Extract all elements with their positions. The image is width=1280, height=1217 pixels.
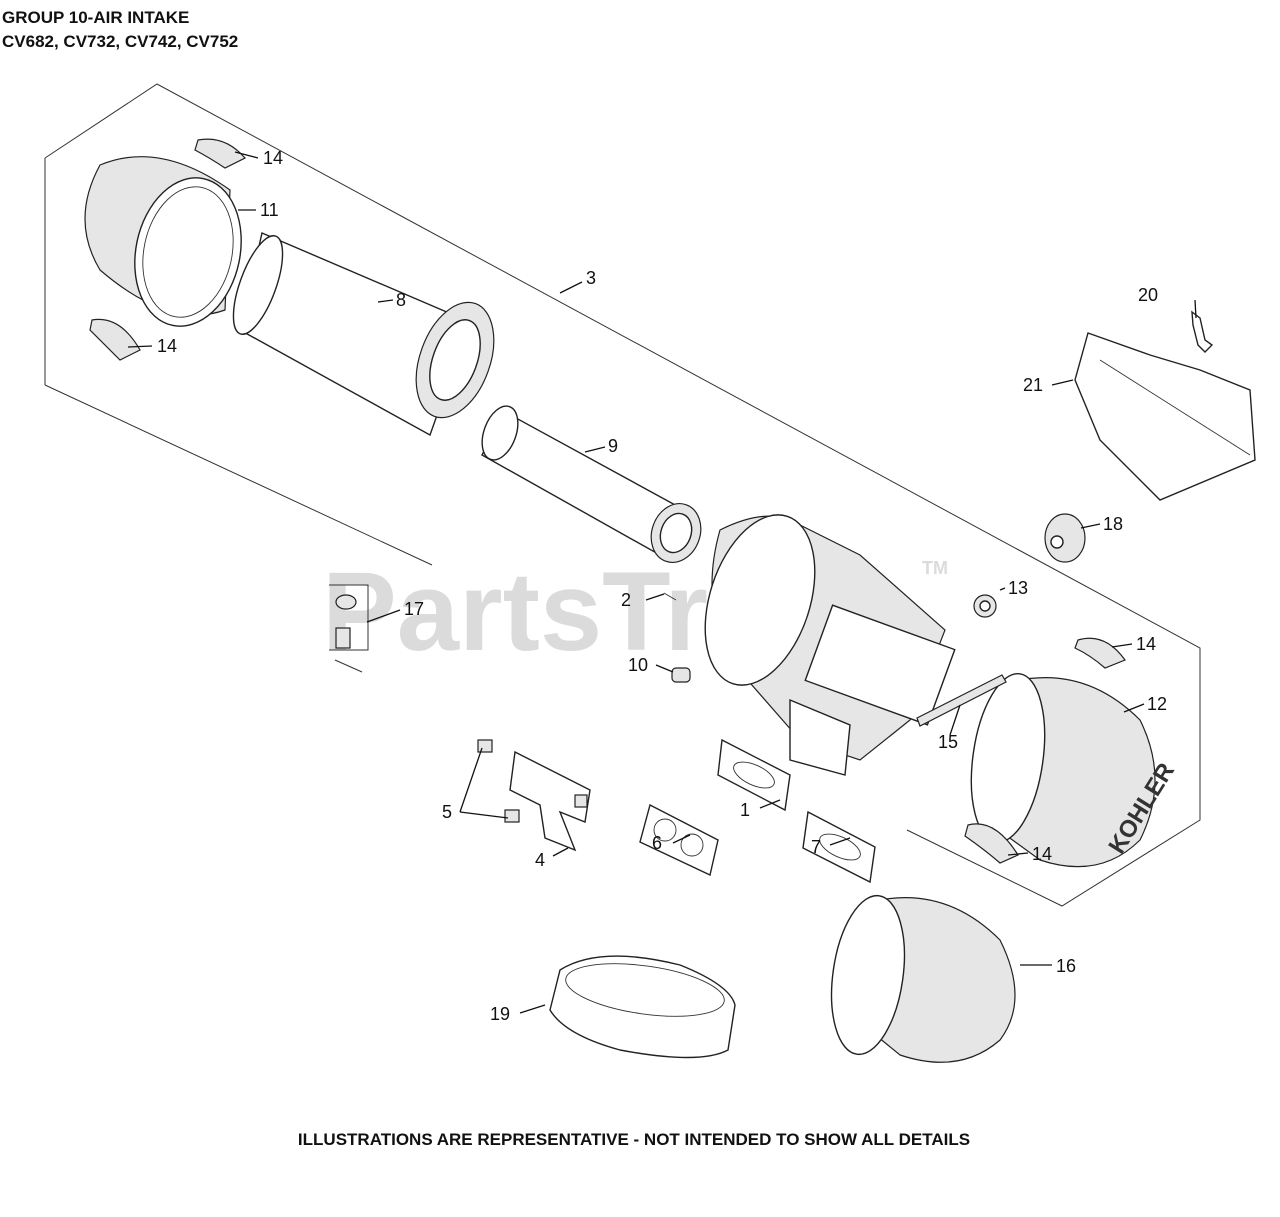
label-14-lower-left: 14: [157, 336, 177, 356]
part-8-air-filter-element[interactable]: [223, 230, 508, 437]
part-14-clip-top-left[interactable]: [194, 138, 246, 169]
group-title: GROUP 10-AIR INTAKE: [2, 8, 190, 27]
watermark-tm: TM: [922, 558, 948, 578]
label-4: 4: [535, 850, 545, 870]
label-21: 21: [1023, 375, 1043, 395]
label-15: 15: [938, 732, 958, 752]
part-21-heat-shield[interactable]: [1074, 332, 1256, 501]
part-13-grommet[interactable]: [973, 594, 997, 618]
label-14-right: 14: [1136, 634, 1156, 654]
part-2-pin[interactable]: [663, 592, 677, 601]
part-9-inner-filter-element[interactable]: [475, 401, 708, 569]
label-7: 7: [811, 837, 821, 857]
label-2: 2: [621, 590, 631, 610]
model-list: CV682, CV732, CV742, CV752: [2, 32, 239, 51]
label-11: 11: [260, 200, 279, 220]
part-18-plug[interactable]: [1044, 513, 1086, 563]
leader-lines: [127, 151, 1197, 1014]
assembly-boundary-lower-edge: [44, 384, 433, 566]
part-20-clip[interactable]: [1191, 310, 1214, 353]
part-14-clip-bottom-right[interactable]: [964, 823, 1019, 864]
disclaimer-note: ILLUSTRATIONS ARE REPRESENTATIVE - NOT I…: [297, 1130, 971, 1149]
part-7-gasket[interactable]: [802, 810, 876, 884]
part-10-bushing[interactable]: [671, 667, 691, 683]
part-14-clip-lower-left[interactable]: [89, 318, 141, 361]
part-11-outer-housing[interactable]: [84, 156, 254, 337]
label-6: 6: [652, 833, 662, 853]
label-10: 10: [628, 655, 648, 675]
part-17-detail-box[interactable]: [329, 584, 369, 673]
label-12: 12: [1147, 694, 1167, 714]
air-cleaner-base: [704, 514, 956, 776]
diagram-title: GROUP 10-AIR INTAKE CV682, CV732, CV742,…: [2, 6, 238, 54]
label-14-bottom-right: 14: [1032, 844, 1052, 864]
part-12-cover[interactable]: KOHLER: [962, 669, 1181, 868]
part-15-seal-strip[interactable]: [916, 674, 1007, 727]
part-4-bracket[interactable]: [509, 750, 591, 852]
part-14-clip-right[interactable]: [1074, 637, 1126, 669]
label-5: 5: [442, 802, 452, 822]
label-8: 8: [396, 290, 406, 310]
label-3: 3: [586, 268, 596, 288]
part-1-gasket[interactable]: [717, 738, 791, 812]
label-16: 16: [1056, 956, 1076, 976]
label-9: 9: [608, 436, 618, 456]
label-17: 17: [404, 599, 424, 619]
label-18: 18: [1103, 514, 1123, 534]
assembly-boundary-box: [44, 83, 1201, 907]
label-13: 13: [1008, 578, 1028, 598]
label-20: 20: [1138, 285, 1158, 305]
label-14-top-left: 14: [263, 148, 283, 168]
label-19: 19: [490, 1004, 510, 1024]
label-1: 1: [740, 800, 750, 820]
part-19-precleaner[interactable]: [549, 955, 736, 1059]
part-16-cover[interactable]: [822, 891, 1016, 1063]
